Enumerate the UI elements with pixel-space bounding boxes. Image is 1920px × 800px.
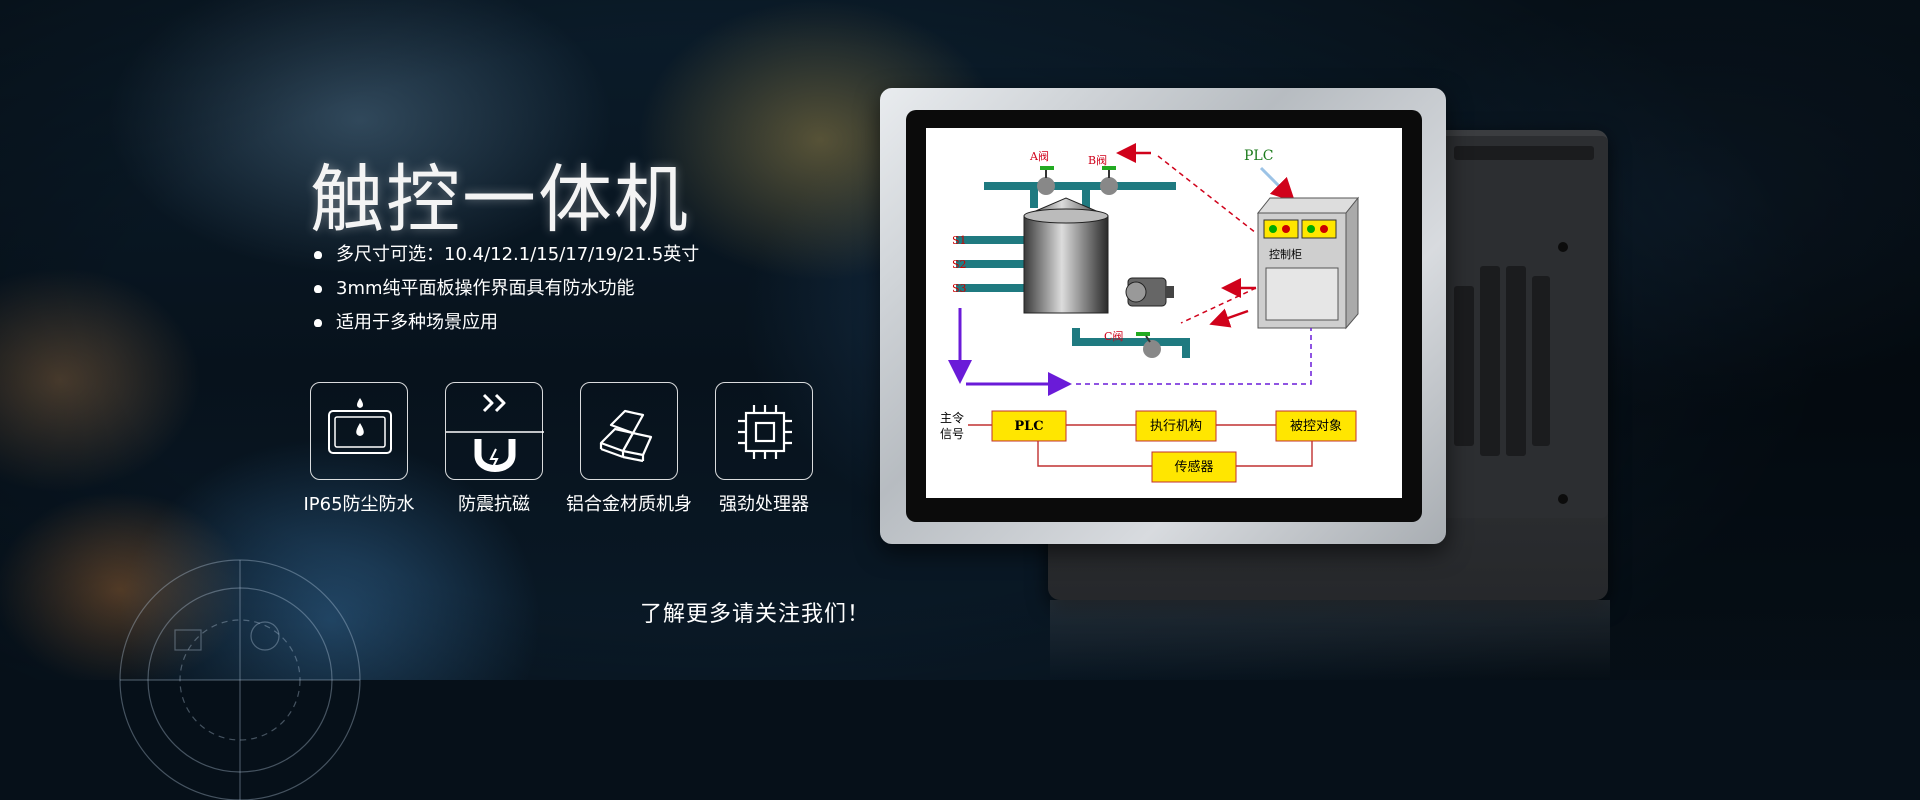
bullet-icon xyxy=(314,285,322,293)
control-cabinet-icon xyxy=(1256,196,1360,330)
follow-us-link[interactable]: 了解更多请关注我们！ xyxy=(640,602,871,627)
feature-text: 3mm纯平面板操作界面具有防水功能 xyxy=(336,278,635,299)
bullet-icon xyxy=(314,251,322,259)
feature-item: 3mm纯平面板操作界面具有防水功能 xyxy=(312,274,699,308)
heatsink-fin xyxy=(1506,266,1526,456)
device-heatsink xyxy=(1440,136,1608,518)
input-label: S3 xyxy=(952,282,967,295)
icon-label: 铝合金材质机身 xyxy=(566,494,692,515)
icon-label: IP65防尘防水 xyxy=(303,494,415,515)
feature-item: 适用于多种场景应用 xyxy=(312,308,699,342)
feature-list: 多尺寸可选：10.4/12.1/15/17/19/21.5英寸 3mm纯平面板操… xyxy=(312,240,699,342)
valve-a-label: A阀 xyxy=(1029,149,1049,163)
block-label: 传感器 xyxy=(1174,459,1213,475)
main-signal-label: 主令 xyxy=(940,410,964,425)
input-label: S1 xyxy=(952,234,967,247)
motor-icon xyxy=(1125,277,1174,307)
block-label: 被控对象 xyxy=(1290,419,1342,434)
cabinet-label: 控制柜 xyxy=(1269,247,1302,261)
plc-diagram: A阀 B阀 C阀 S1 S2 S3 PLC 控制柜 xyxy=(940,143,1360,483)
page-title: 触控一体机 xyxy=(310,157,690,243)
block-sensor xyxy=(1151,451,1237,483)
processor-chip-icon xyxy=(715,382,813,480)
screw-icon xyxy=(1558,494,1568,504)
heatsink-fin xyxy=(1480,266,1500,456)
block-controlled xyxy=(1275,410,1357,442)
input-label: S2 xyxy=(952,258,967,271)
tank-icon xyxy=(1023,197,1109,314)
valve-b-label: B阀 xyxy=(1088,153,1107,167)
feature-text: 多尺寸可选：10.4/12.1/15/17/19/21.5英寸 xyxy=(336,244,700,265)
feature-icons: IP65防尘防水 防震抗磁 铝合金材质机身 xyxy=(300,382,840,522)
main-signal-label: 信号 xyxy=(940,427,964,441)
device-reflection xyxy=(1050,600,1610,680)
block-label: 执行机构 xyxy=(1150,419,1202,434)
aluminum-ingot-icon xyxy=(580,382,678,480)
block-actuator xyxy=(1135,410,1217,442)
valve-icon xyxy=(1037,166,1161,358)
waterproof-icon xyxy=(310,382,408,480)
shockproof-magnet-icon xyxy=(445,382,544,480)
heatsink-fin xyxy=(1454,286,1474,446)
plc-label: PLC xyxy=(1244,148,1273,164)
valve-c-label: C阀 xyxy=(1104,329,1123,343)
decorative-rings xyxy=(119,559,361,800)
screw-icon xyxy=(1558,242,1568,252)
feature-text: 适用于多种场景应用 xyxy=(336,312,498,333)
block-plc xyxy=(991,410,1067,442)
bullet-icon xyxy=(314,319,322,327)
block-label: PLC xyxy=(1014,419,1043,434)
icon-label: 防震抗磁 xyxy=(458,494,530,515)
feature-item: 多尺寸可选：10.4/12.1/15/17/19/21.5英寸 xyxy=(312,240,699,274)
device-screen: A阀 B阀 C阀 S1 S2 S3 PLC 控制柜 xyxy=(926,128,1402,498)
icon-label: 强劲处理器 xyxy=(719,494,809,515)
heatsink-fin xyxy=(1454,146,1594,160)
heatsink-fin xyxy=(1532,276,1550,446)
